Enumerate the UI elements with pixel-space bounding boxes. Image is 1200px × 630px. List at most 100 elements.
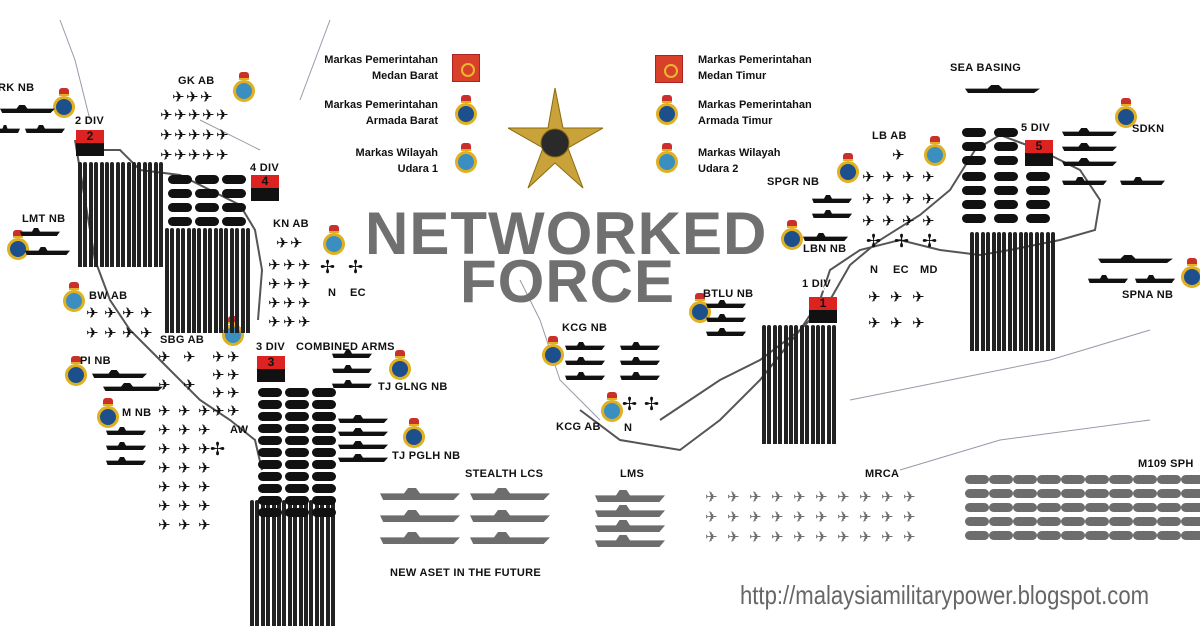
future-tank-icon [965,517,989,526]
soldier-icon [320,534,325,544]
helicopter-icon: ✢ [210,439,226,459]
soldier-icon [767,325,772,335]
soldier-icon [224,248,229,259]
soldier-icon [805,365,810,376]
soldier-icon [105,162,109,172]
soldier-icon [986,293,991,304]
soldier-icon [1024,313,1028,324]
soldier-icon [83,243,88,254]
soldier-icon [287,500,292,510]
soldier-icon [986,313,991,324]
soldier-icon [99,182,104,193]
soldier-icon [1007,245,1012,256]
jet-icon: ✈ [158,441,171,458]
tank-icon [285,424,309,433]
future-tank-icon [965,503,989,512]
soldier-icon [1045,252,1050,263]
soldier-icon [277,534,281,544]
soldier-icon [208,241,213,252]
soldier-icon [772,345,777,356]
soldier-icon [1034,313,1039,324]
navy-crest-icon [454,95,478,125]
soldier-icon [202,255,207,266]
soldier-icon [78,182,82,193]
soldier-icon [304,534,308,544]
soldier-icon [799,406,804,417]
soldier-icon [1013,272,1018,283]
soldier-icon [250,554,254,565]
future-tank-icon [1037,489,1061,498]
soldier-icon [260,527,265,538]
label-lmt-nb: LMT NB [22,213,66,225]
soldier-icon [1034,272,1039,283]
soldier-icon [126,209,131,220]
soldier-icon [1045,306,1050,317]
soldier-icon [137,182,142,193]
air-force-crest-icon [454,143,478,173]
soldier-icon [794,372,799,383]
soldier-icon [165,241,169,252]
jet-icon: ✈ [216,147,229,164]
soldier-icon [83,196,88,206]
soldier-icon [309,602,314,612]
jet-icon: ✈ [882,169,895,186]
soldier-icon [142,250,147,261]
label-bw-ab: BW AB [89,290,128,302]
soldier-icon [94,223,99,234]
soldier-icon [1002,259,1007,270]
soldier-icon [767,359,772,369]
jet-icon: ✈ [202,147,215,164]
soldier-icon [325,513,330,524]
soldier-icon [148,189,153,200]
future-jet-icon: ✈ [837,509,850,526]
soldier-icon [980,279,985,290]
soldier-icon [1029,279,1034,290]
soldier-icon [115,230,120,240]
future-tank-icon [1085,517,1109,526]
soldier-icon [282,534,287,544]
soldier-icon [997,293,1001,304]
soldier-icon [1040,259,1045,270]
future-jet-icon: ✈ [881,529,894,546]
tank-icon [258,472,282,481]
soldier-icon [271,520,276,531]
soldier-icon [832,420,837,431]
soldier-icon [1007,232,1012,242]
jet-icon: ✈ [227,367,240,384]
soldier-icon [986,266,991,276]
soldier-icon [121,182,126,193]
navy-crest-icon [96,398,120,428]
soldier-icon [991,320,996,331]
soldier-icon [260,520,265,531]
soldier-icon [159,243,163,254]
soldier-icon [197,275,202,286]
soldier-icon [94,257,99,268]
ship-icon [332,380,372,388]
soldier-icon [192,234,196,245]
tank-icon [312,448,336,457]
soldier-icon [1018,245,1023,256]
soldier-icon [110,230,115,240]
jet-icon: ✈ [868,315,881,332]
soldier-icon [1013,327,1018,338]
soldier-icon [94,230,99,240]
soldier-icon [783,338,788,349]
soldier-icon [235,316,240,327]
soldier-icon [975,272,980,283]
soldier-icon [132,209,136,220]
soldier-icon [304,561,308,572]
soldier-icon [282,540,287,551]
soldier-icon [325,595,330,606]
soldier-icon [181,323,186,334]
future-tank-icon [1085,503,1109,512]
soldier-icon [88,202,93,213]
soldier-icon [762,420,766,431]
soldier-icon [821,413,826,424]
soldier-icon [88,257,93,268]
soldier-icon [246,248,250,259]
future-tank-icon [1037,517,1061,526]
soldier-icon [767,345,772,356]
soldier-icon [121,236,126,247]
soldier-icon [78,189,82,200]
soldier-icon [250,513,254,524]
